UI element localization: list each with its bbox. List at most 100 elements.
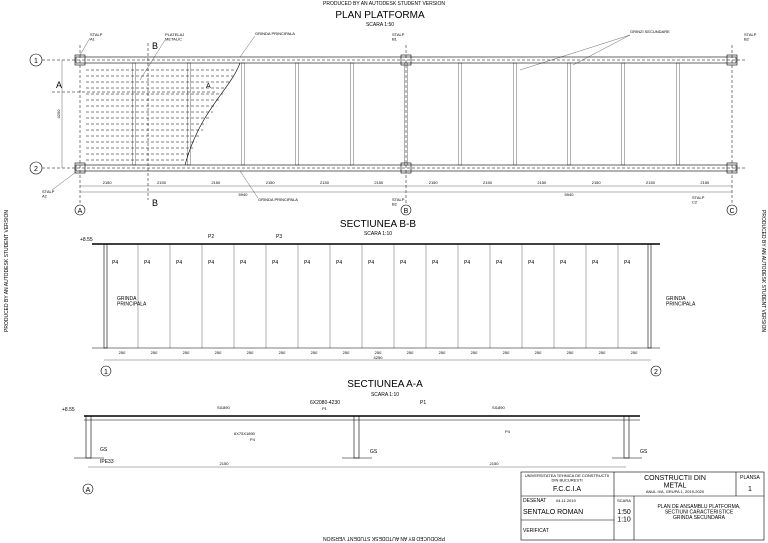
bb-bottom-dim: 250 [247,350,254,355]
tb-drawing-title: PLAN DE ANSAMBLU PLATFORMA,SECTIUNI CARA… [658,504,741,521]
tb-scara-label: SCARA [617,498,631,503]
aa-p4-left-sub: P4 [250,437,256,442]
secondary-beam [350,62,354,166]
bb-bottom-dim: 250 [311,350,318,355]
secondary-beam [132,62,136,166]
bb-p-mark: P4 [304,260,310,266]
bb-p-mark: P4 [400,260,406,266]
section-bb-title: SECTIUNEA B-B [340,219,416,230]
plan-dim-spacing: 2150 [483,180,493,185]
leader-grinzi-1 [572,34,631,66]
section-mark-a-diag: A [206,83,211,90]
secondary-beam [676,62,680,166]
plan-dim-spacing: 2150 [374,180,384,185]
column-b2-top [726,54,738,66]
axis-bubble-b [400,204,412,216]
leader-grinda-top [239,35,256,58]
plan-dim-spacing: 2150 [700,180,710,185]
secondary-beam [621,62,625,166]
dim-span-2: 5940 [565,192,575,197]
axis-label-a: A [78,208,83,215]
secondary-beam [295,62,299,166]
bb-total-dim: 4250 [374,355,384,360]
plating-break-line [184,62,241,166]
axis-label-b: B [404,208,409,215]
axis-label-c: C [729,208,734,215]
bb-p-mark: P4 [272,260,278,266]
leader-platelaj [139,39,166,81]
bb-bottom-dim: 250 [535,350,542,355]
bb-bottom-dim: 250 [151,350,158,355]
column-a2 [74,162,86,174]
aa-axis-bubble [82,483,94,495]
plan-dim-spacing: 2150 [646,180,656,185]
label-grinda-principala-top: GRINDA PRINCIPALA [255,31,295,36]
axis-bubble-c [726,204,738,216]
section-mark-a-left: A [56,80,62,90]
aa-dim-right: 2150 [490,461,500,466]
bb-mark-p2: P2 [208,234,214,240]
watermark-top: PRODUCED BY AN AUTODESK STUDENT VERSION [323,1,445,7]
section-bb-view: SECTIUNEA B-B SCARA 1:10 +8.55 P4250P425… [80,219,696,377]
tb-desenat-date: 04.11.2019 [556,498,576,503]
bb-bottom-dim: 250 [119,350,126,355]
label-grinzi-secundare: GRINZI SECUNDARE [630,29,670,34]
bb-bottom-dim: 250 [375,350,382,355]
secondary-beam [513,62,517,166]
metal-plating-hatch [86,69,237,161]
secondary-beam [404,62,408,166]
bb-mark-p3: P3 [276,234,282,240]
bb-bottom-dim: 250 [631,350,638,355]
tb-verificat: VERIFICAT [523,528,549,534]
section-aa-view: SECTIUNEA A-A SCARA 1:10 +8.55 SI1890 6X… [62,379,648,495]
plan-dim-spacing: 2150 [537,180,547,185]
aa-gs-left: GS [100,447,108,453]
bb-bottom-dim: 250 [183,350,190,355]
bb-p-mark: P4 [528,260,534,266]
dim-span-1: 5940 [239,192,249,197]
section-aa-scale: SCARA 1:10 [371,392,399,398]
column-b2 [400,162,412,174]
aa-axis: A [86,487,91,494]
aa-ipe: IPE33 [100,459,114,465]
section-mark-b-bottom: B [152,198,158,208]
leader-stalp-a2 [51,171,77,191]
aa-gs-mid: GS [370,449,378,455]
plan-view: PLAN PLATFORMA SCARA 1:50 1 2 A B C [29,10,757,216]
label-grinda-principala-bottom: GRINDA PRINCIPALA [258,197,298,202]
secondary-beam [187,62,191,166]
tb-faculty: F.C.C.I.A [553,486,581,493]
aa-p4-right: P4 [505,429,511,434]
aa-column-mid [353,415,360,459]
leader-grinda-bottom [239,170,259,199]
secondary-beam [458,62,462,166]
aa-s2: SI1890 [492,405,505,410]
section-bb-level: +8.55 [80,237,93,243]
aa-p1: P1 [420,400,426,406]
title-block-frame [520,471,765,541]
tb-plansa-label: PLANSA [740,475,760,481]
bb-bottom-dim: 250 [439,350,446,355]
tb-name: SENTALO ROMAN [523,509,583,516]
bb-p-mark: P4 [432,260,438,266]
plan-dim-spacing: 2150 [103,180,113,185]
watermark-bottom: PRODUCED BY AN AUTODESK STUDENT VERSION [323,535,445,541]
plan-scale: SCARA 1:50 [366,22,394,28]
bb-bottom-dim: 250 [503,350,510,355]
bb-bottom-dim: 250 [343,350,350,355]
bb-p-mark: P4 [144,260,150,266]
section-aa-level: +8.55 [62,407,75,413]
aa-dim-left: 2150 [220,461,230,466]
bb-p-mark: P4 [112,260,118,266]
section-aa-title: SECTIUNEA A-A [347,379,423,390]
